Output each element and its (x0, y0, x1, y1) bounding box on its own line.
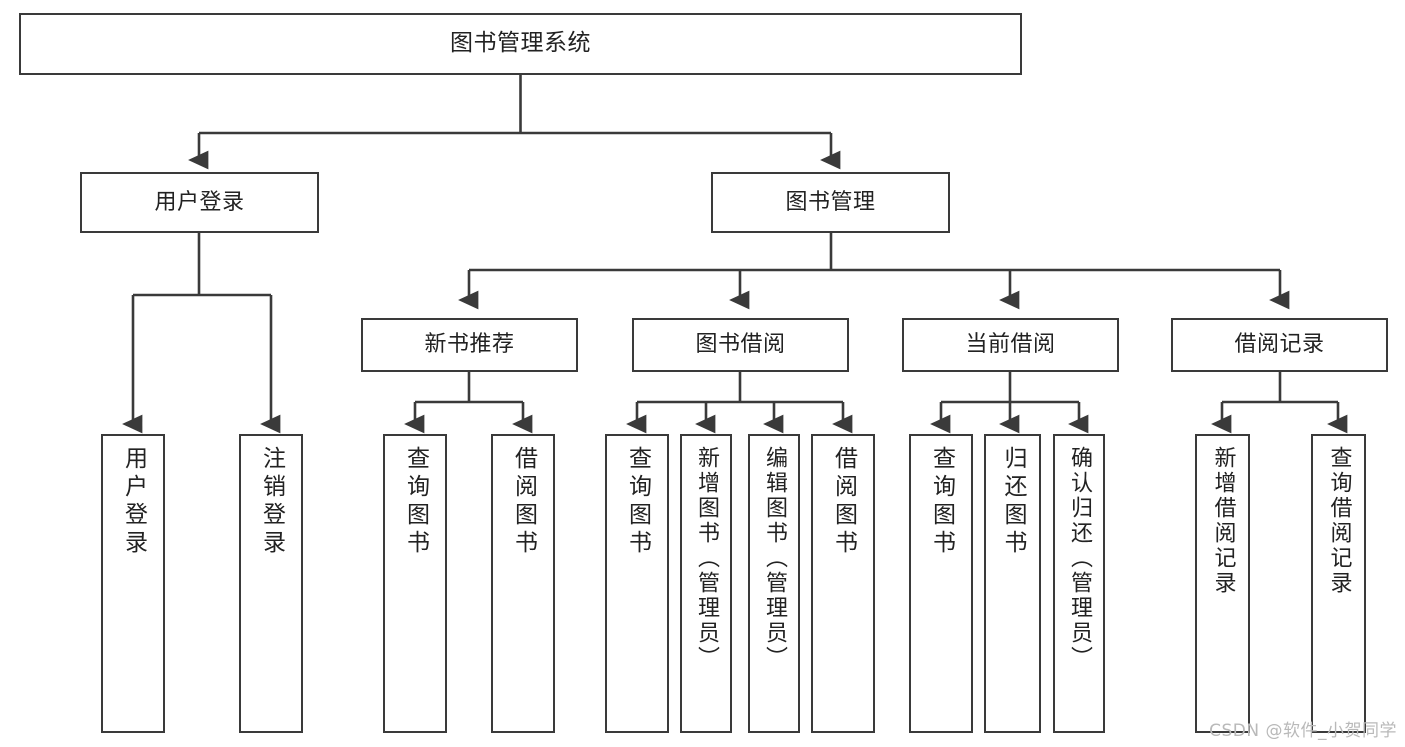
node-new-book-recommend[interactable]: 新书推荐 (361, 318, 578, 372)
node-leaf-confirm-return-admin[interactable]: 确认归还（管理员） (1053, 434, 1105, 733)
node-leaf-borrow-books-nb[interactable]: 借阅图书 (491, 434, 555, 733)
node-label: 图书借阅 (695, 332, 786, 358)
node-leaf-query-borrow-record[interactable]: 查询借阅记录 (1311, 434, 1366, 733)
node-label: 图书管理 (785, 189, 876, 215)
node-leaf-query-books-cb[interactable]: 查询图书 (909, 434, 973, 733)
node-leaf-return-books[interactable]: 归还图书 (984, 434, 1041, 733)
node-label: 查询借阅记录 (1326, 446, 1352, 596)
node-label: 归还图书 (1000, 446, 1026, 558)
node-label: 查询图书 (402, 446, 429, 558)
node-label: 确认归还（管理员） (1067, 446, 1092, 671)
node-label: 借阅图书 (830, 446, 857, 558)
node-leaf-user-login[interactable]: 用户登录 (101, 434, 165, 733)
node-label: 新增借阅记录 (1210, 446, 1236, 596)
node-label: 查询图书 (624, 446, 651, 558)
node-user-login[interactable]: 用户登录 (80, 172, 319, 233)
node-root-book-management-system[interactable]: 图书管理系统 (19, 13, 1022, 75)
node-leaf-logout[interactable]: 注销登录 (239, 434, 303, 733)
csdn-watermark: CSDN @软件_小贺同学 (1209, 721, 1397, 741)
node-current-borrow[interactable]: 当前借阅 (902, 318, 1119, 372)
node-label: 注销登录 (258, 446, 285, 558)
node-leaf-add-borrow-record[interactable]: 新增借阅记录 (1195, 434, 1250, 733)
node-label: 新增图书（管理员） (694, 446, 719, 671)
node-leaf-query-books-nb[interactable]: 查询图书 (383, 434, 447, 733)
node-label: 用户登录 (120, 446, 147, 558)
node-book-management[interactable]: 图书管理 (711, 172, 950, 233)
node-leaf-edit-book-admin[interactable]: 编辑图书（管理员） (748, 434, 800, 733)
node-borrow-records[interactable]: 借阅记录 (1171, 318, 1388, 372)
node-label: 编辑图书（管理员） (762, 446, 787, 671)
node-leaf-add-book-admin[interactable]: 新增图书（管理员） (680, 434, 732, 733)
node-label: 当前借阅 (965, 332, 1056, 358)
node-label: 借阅记录 (1234, 332, 1325, 358)
node-label: 新书推荐 (424, 332, 515, 358)
node-label: 查询图书 (928, 446, 955, 558)
node-label: 用户登录 (154, 189, 245, 215)
node-label: 借阅图书 (510, 446, 537, 558)
node-leaf-borrow-books-bb[interactable]: 借阅图书 (811, 434, 875, 733)
node-book-borrow[interactable]: 图书借阅 (632, 318, 849, 372)
node-leaf-query-books-bb[interactable]: 查询图书 (605, 434, 669, 733)
node-label: 图书管理系统 (450, 30, 591, 57)
